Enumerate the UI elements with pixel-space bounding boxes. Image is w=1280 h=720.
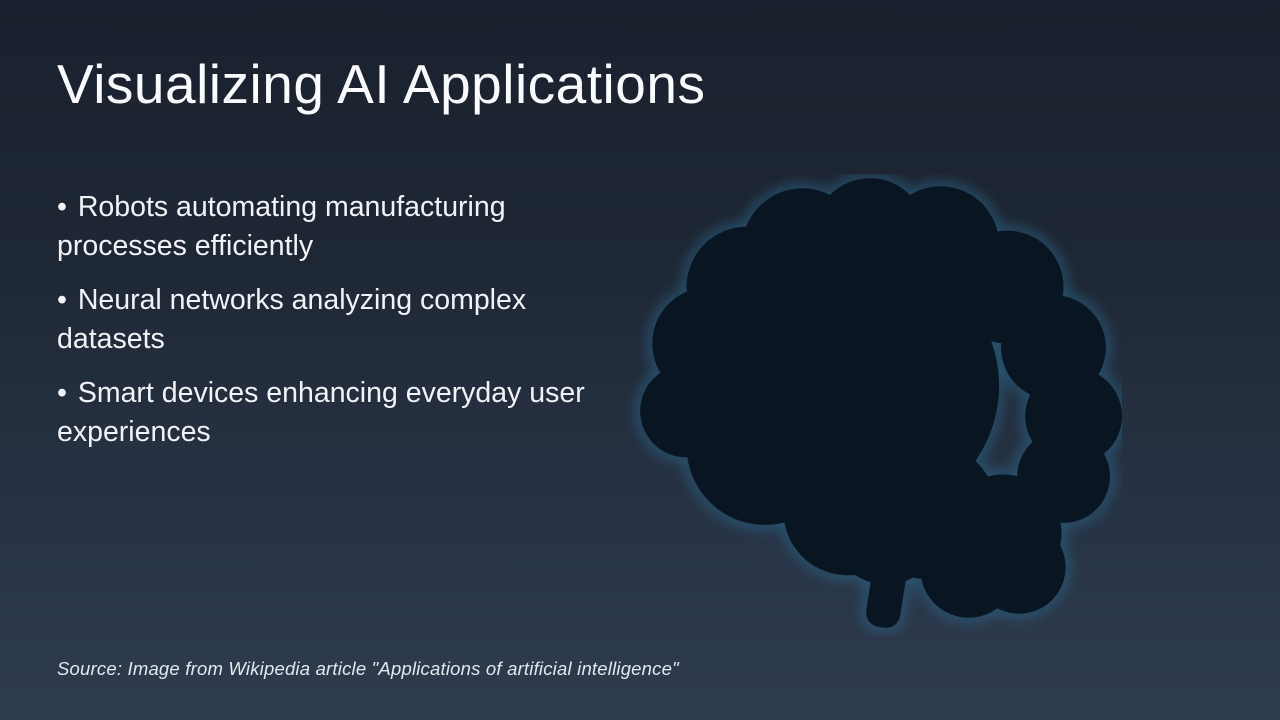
source-caption: Source: Image from Wikipedia article "Ap… xyxy=(57,658,679,679)
bullet-item: •Robots automating manufacturing process… xyxy=(57,188,622,265)
bullet-marker: • xyxy=(57,284,67,316)
bullet-marker: • xyxy=(57,191,67,223)
bullet-text: Neural networks analyzing complex datase… xyxy=(57,284,527,355)
bullet-text: Smart devices enhancing everyday user ex… xyxy=(57,377,585,448)
circuit-brain-svg xyxy=(635,174,1122,633)
slide-title: Visualizing AI Applications xyxy=(57,53,706,115)
bullet-text: Robots automating manufacturing processe… xyxy=(57,191,506,262)
bullet-list: •Robots automating manufacturing process… xyxy=(57,188,622,467)
bullet-item: •Smart devices enhancing everyday user e… xyxy=(57,374,622,451)
brain-silhouette xyxy=(640,178,1122,628)
bullet-marker: • xyxy=(57,377,67,409)
bullet-item: •Neural networks analyzing complex datas… xyxy=(57,281,622,358)
circuit-brain-image xyxy=(616,174,1122,636)
